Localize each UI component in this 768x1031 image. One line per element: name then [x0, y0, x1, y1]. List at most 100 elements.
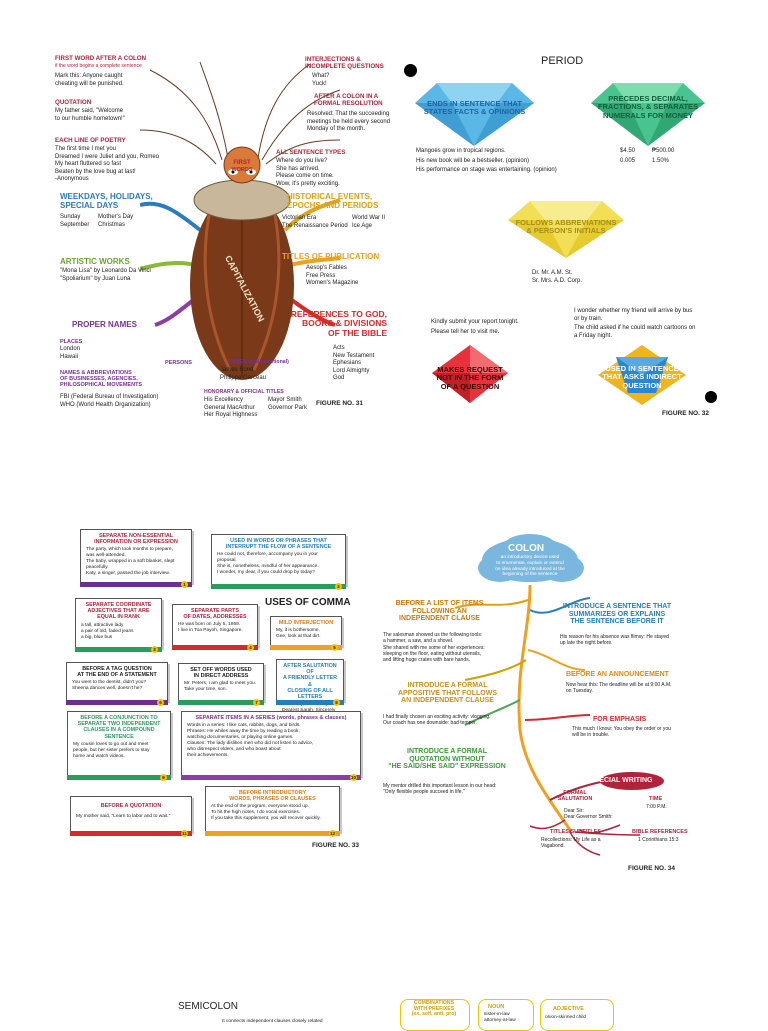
gem1-label: ENDS IN SENTENCE THAT STATES FACTS & OPI…	[423, 99, 526, 117]
honorary-title: HONORARY & OFFICIAL TITLES	[204, 389, 284, 395]
gem3-example: Dr. Mr. A.M. St. Sr. Mrs. A.D. Corp.	[532, 270, 583, 284]
figure-32-label: FIGURE NO. 32	[662, 410, 709, 417]
semicolon-title: SEMICOLON	[178, 1001, 239, 1012]
names-real-example: James Bond Philippe Garceau	[220, 367, 267, 381]
summarize-example: His reason for his absence was flimsy: H…	[560, 634, 669, 647]
cockroach-illustration: FIRST WORDS CAPITALIZATION	[140, 61, 341, 380]
historical-example-1: Victorian Era The Renaissance Period	[282, 215, 348, 229]
comma-card-5: MILD INTERJECTION My, it is bothersome. …	[270, 616, 342, 651]
weekdays-example-2: Mother's Day Christmas	[98, 214, 134, 228]
persons-title: PERSONS	[165, 360, 192, 366]
formal-resolution-title: AFTER A COLON IN A FORMAL RESOLUTION	[314, 93, 383, 107]
gem5-example: I wonder whether my friend will arrive b…	[574, 308, 696, 340]
red-gem-icon	[432, 345, 508, 403]
god-title: REFERENCES TO GOD, BOOKS & DIVISIONS OF …	[290, 309, 387, 338]
bible-references-example: 1 Corinthians 15:3	[638, 837, 679, 843]
names-abbr-title: NAMES & ABBREVIATIONS OF BUSINESSES, AGE…	[60, 370, 143, 389]
weekdays-example-1: Sunday September	[60, 214, 90, 228]
announcement-title: BEFORE AN ANNOUNCEMENT	[566, 671, 669, 678]
proper-names-title: PROPER NAMES	[72, 320, 137, 329]
quotation-title: QUOTATION	[55, 99, 92, 106]
comma-card-4: SEPARATE PARTS OF DATES, ADDRESSES He wa…	[172, 604, 258, 651]
comma-card-2: USED IN WORDS OR PHRASES THAT INTERRUPT …	[211, 534, 346, 590]
figure-34-label: FIGURE NO. 34	[628, 865, 675, 872]
gem5-label: USED IN SENTENCE THAT ASKS INDIRECT QUES…	[602, 364, 682, 390]
comma-card-7: SET OFF WORDS USED IN DIRECT ADDRESS Mr.…	[178, 663, 264, 706]
honorary-example-1: His Excellency General MacArthur Her Roy…	[204, 397, 258, 418]
comma-title: USES OF COMMA	[265, 597, 351, 608]
colon-rule-sub: if the word begins a complete sentence	[55, 63, 142, 69]
comma-card-6: BEFORE A TAG QUESTION AT THE END OF A ST…	[66, 662, 168, 706]
artistic-title: ARTISTIC WORKS	[60, 257, 130, 266]
special-writing-title: SPECIAL WRITING	[590, 777, 653, 784]
formal-resolution-example: Resolved: That the succeeding meetings b…	[307, 111, 391, 132]
salutation-example: Dear Sir: Dear Governor Smith:	[564, 808, 613, 821]
comma-card-8: AFTER SALUTATION OF A FRIENDLY LETTER & …	[276, 659, 344, 719]
gem2-label: PRECEDES DECIMAL, FRACTIONS, & SEPARATES…	[597, 94, 699, 120]
semicolon-sub: It connects independent clauses closely …	[222, 1019, 323, 1024]
historical-example-2: World War II Ice Age	[352, 215, 386, 229]
gem3-label: FOLLOWS ABBREVIATIONS & PERSON'S INITIAL…	[515, 218, 617, 236]
salutation-title: FORMAL SALUTATION	[557, 790, 593, 803]
poetry-example: The first time I met you Dreamed I were …	[55, 146, 160, 182]
gem2-example-1: $4.50 0.005	[620, 148, 636, 164]
comma-card-11: BEFORE A QUOTATION My mother said, "Lear…	[70, 796, 192, 837]
summarize-title: INTRODUCE A SENTENCE THAT SUMMARIZES OR …	[562, 603, 672, 626]
colon-title: COLON	[508, 543, 545, 554]
announcement-example: Now hear this: The deadline will be at 9…	[566, 682, 672, 695]
honorary-example-2: Mayor Smith Governor Park	[268, 397, 308, 411]
adjective-example: onion-skinned child	[545, 1015, 587, 1020]
interjections-title: INTERJECTIONS & INCOMPLETE QUESTIONS	[305, 56, 384, 70]
list-title: BEFORE A LIST OF ITEMS FOLLOWING AN INDE…	[395, 600, 484, 623]
head-label: FIRST	[233, 160, 251, 166]
figure-33-label: FIGURE NO. 33	[312, 842, 359, 849]
appositive-title: INTRODUCE A FORMAL APPOSITIVE THAT FOLLO…	[397, 682, 498, 705]
comma-card-12: BEFORE INTRODUCTORY WORDS, PHRASES OR CL…	[205, 786, 340, 837]
emphasis-example: This much I know: You obey the order or …	[572, 726, 671, 739]
formal-quotation-example: My mentor drilled this important lesson …	[383, 783, 497, 796]
titles-subtitles-title: TITLES/SUBTITLES	[550, 829, 602, 835]
names-real-title: NAMES (real or fictional)	[228, 359, 289, 365]
noun-title: NOUN	[488, 1004, 505, 1010]
poetry-title: EACH LINE OF POETRY	[55, 137, 126, 144]
period-title: PERIOD	[541, 55, 584, 67]
adjective-title: ADJECTIVE	[553, 1006, 584, 1012]
colon-rule-example: Mark this: Anyone caught cheating will b…	[55, 73, 124, 87]
sentence-types-example: Where do you live? She has arrived. Plea…	[276, 158, 340, 187]
places-example: London Hawaii	[60, 346, 81, 360]
gem1-example: Mangoes grow in tropical regions. His ne…	[416, 148, 557, 174]
time-example: 7:00 P.M.	[646, 804, 667, 810]
period-dot-icon	[404, 64, 417, 77]
appositive-example: I had finally chosen an exciting activit…	[383, 714, 491, 727]
gem4-example: Kindly submit your report tonight. Pleas…	[431, 319, 519, 335]
period-dot-2-icon	[705, 391, 717, 403]
interjections-example: What? Yuck!	[312, 73, 330, 87]
emphasis-title: FOR EMPHASIS	[593, 716, 647, 723]
publication-example: Aesop's Fables Free Press Women's Magazi…	[306, 265, 359, 286]
yellow-gem-icon	[508, 201, 624, 258]
historical-title: HISTORICAL EVENTS, EPOCHS AND PERIODS	[287, 192, 379, 210]
comma-card-1: SEPARATE NON-ESSENTIAL INFORMATION OR EX…	[80, 529, 192, 588]
list-example: The salesman showed us the following too…	[383, 632, 485, 663]
quotation-example: My father said, "Welcome to our humble h…	[55, 108, 125, 122]
figure-31-label: FIGURE NO. 31	[316, 400, 363, 407]
prefix-title: COMBINATIONS WITH PREFIXES (ex, self, an…	[411, 1000, 457, 1018]
blue-gem-2-icon	[598, 345, 686, 405]
colon-rule-title: FIRST WORD AFTER A COLON	[55, 55, 147, 62]
comma-card-3: SEPARATE COORDINATE ADJECTIVES THAT ARE …	[75, 598, 162, 653]
formal-quotation-title: INTRODUCE A FORMAL QUOTATION WITHOUT "HE…	[388, 748, 506, 771]
comma-card-10: SEPARATE ITEMS IN A SERIES (words, phras…	[181, 711, 361, 781]
artistic-example: "Mona Lisa" by Leonardo Da Vinci "Spolia…	[60, 268, 151, 282]
bible-references-title: BIBLE REFERENCES	[632, 829, 688, 835]
blue-gem-icon	[415, 83, 534, 146]
sentence-types-title: ALL SENTENCE TYPES	[276, 149, 346, 156]
gem4-label: MAKES REQUEST NOT IN THE FORM OF A QUEST…	[436, 365, 504, 391]
colon-cloud-sub: an introductory device used to enumerate…	[495, 555, 565, 578]
gem2-example-2: ₱500.00 1.50%	[652, 148, 675, 164]
comma-card-9: BEFORE A CONJUNCTION TO SEPARATE TWO IND…	[67, 711, 171, 781]
titles-subtitles-example: Recollections: My Life as a Vagabond.	[541, 837, 601, 850]
publication-title: TITLES OF PUBLICATION	[282, 252, 380, 261]
time-title: TIME	[649, 796, 663, 802]
weekdays-title: WEEKDAYS, HOLIDAYS, SPECIAL DAYS	[60, 192, 153, 210]
places-title: PLACES	[60, 339, 83, 345]
